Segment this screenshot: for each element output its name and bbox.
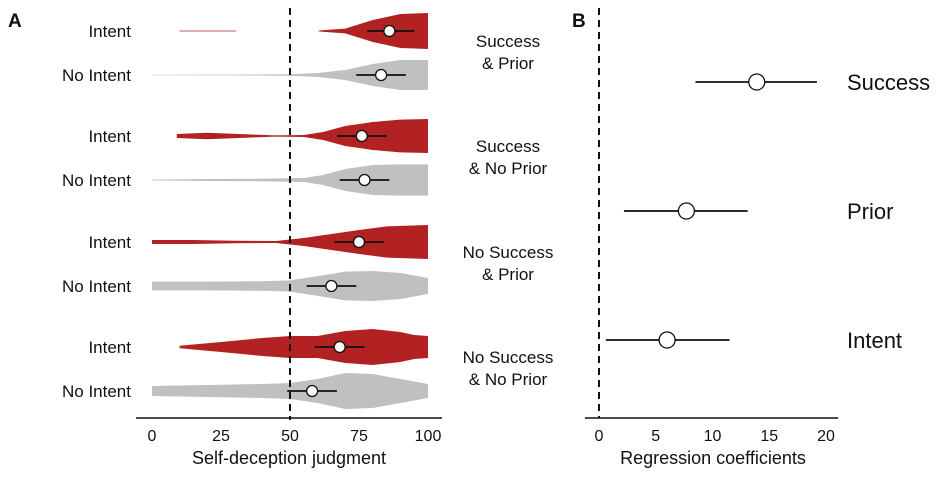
- row-label: Intent: [88, 127, 131, 146]
- group-label-line1: Success: [476, 137, 540, 156]
- group-label-line2: & Prior: [482, 265, 534, 284]
- mean-point: [333, 340, 346, 354]
- mean-point: [383, 24, 396, 38]
- estimate-point-success: [748, 73, 766, 91]
- row-label: No Intent: [62, 66, 131, 85]
- estimate-point-intent: [658, 331, 676, 349]
- group-label-line1: No Success: [463, 243, 554, 262]
- row-label: No Intent: [62, 171, 131, 190]
- mean-point: [352, 235, 366, 249]
- row-label: Intent: [88, 233, 131, 252]
- group-label-line2: & No Prior: [469, 370, 548, 389]
- x-tick-label: 50: [281, 428, 299, 445]
- x-tick-label: 15: [760, 428, 778, 445]
- mean-point: [374, 68, 388, 82]
- group-label-line2: & Prior: [482, 54, 534, 73]
- group-label-line1: Success: [476, 32, 540, 51]
- row-label: Intent: [88, 22, 131, 41]
- mean-point: [358, 173, 371, 187]
- row-label: No Intent: [62, 382, 131, 401]
- panel-label-a: A: [8, 11, 22, 32]
- x-axis-title-a: Self-deception judgment: [192, 448, 386, 468]
- estimate-point-prior: [677, 202, 696, 220]
- group-label-line1: No Success: [463, 348, 554, 367]
- x-tick-label: 0: [595, 428, 604, 445]
- x-tick-label: 25: [212, 428, 230, 445]
- x-axis-title-b: Regression coefficients: [620, 448, 806, 468]
- mean-point: [355, 129, 368, 143]
- violin-intent: [176, 119, 428, 153]
- row-label: Intent: [88, 338, 131, 357]
- predictor-label-success: Success: [847, 70, 930, 95]
- violin-intent: [179, 329, 428, 365]
- x-tick-label: 20: [817, 428, 835, 445]
- group-label-line2: & No Prior: [469, 159, 548, 178]
- predictor-label-intent: Intent: [847, 328, 902, 353]
- row-label: No Intent: [62, 277, 131, 296]
- x-tick-label: 100: [415, 428, 442, 445]
- mean-point: [325, 279, 338, 293]
- x-tick-label: 10: [704, 428, 722, 445]
- mean-point: [305, 384, 319, 398]
- x-tick-label: 75: [350, 428, 368, 445]
- panel-label-b: B: [572, 11, 586, 32]
- x-tick-label: 0: [148, 428, 157, 445]
- predictor-label-prior: Prior: [847, 199, 893, 224]
- x-tick-label: 5: [651, 428, 660, 445]
